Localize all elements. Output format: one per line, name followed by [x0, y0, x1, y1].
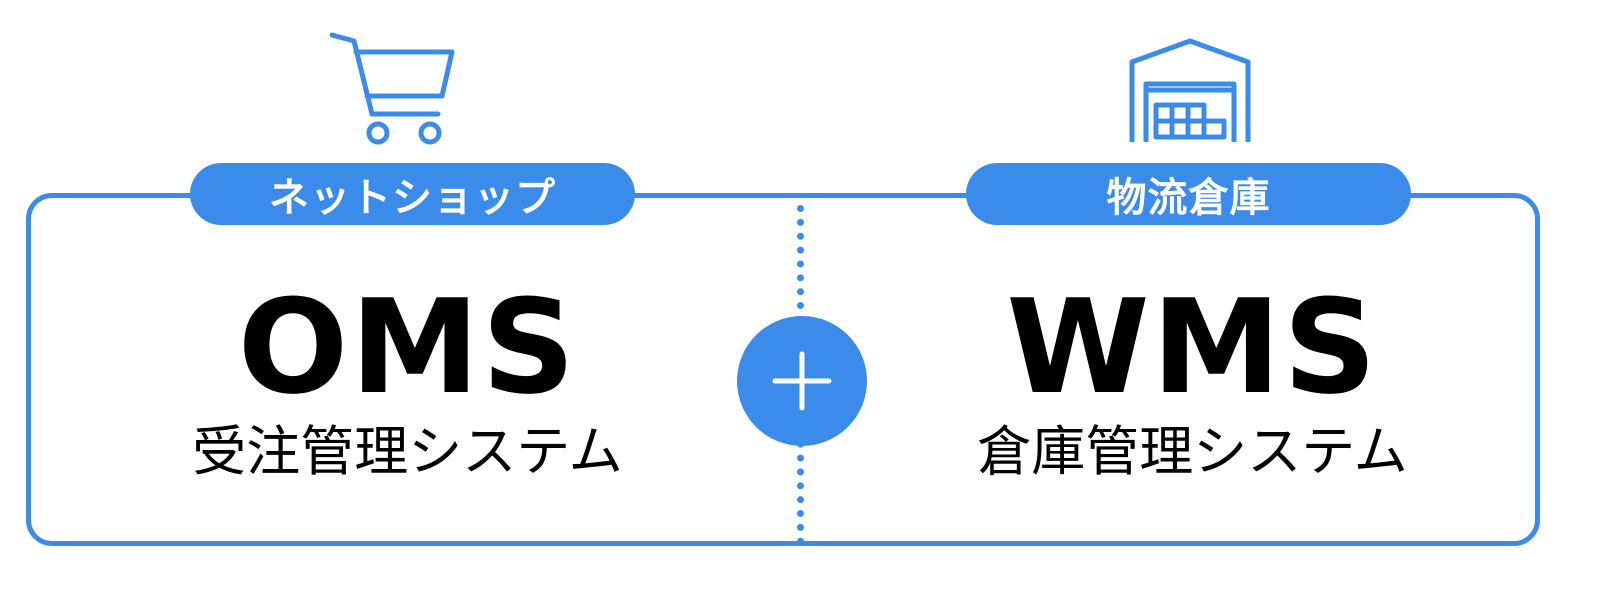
- oms-subtitle: 受注管理システム: [192, 420, 623, 483]
- badge-warehouse-label: 物流倉庫: [1106, 175, 1271, 221]
- wms-title: WMS: [1006, 271, 1379, 423]
- badge-warehouse: 物流倉庫: [966, 163, 1411, 225]
- warehouse-icon: [1128, 38, 1252, 148]
- wms-subtitle: 倉庫管理システム: [977, 420, 1408, 483]
- plus-connector: [737, 316, 867, 446]
- plus-icon: [772, 351, 832, 411]
- badge-net-shop-label: ネットショップ: [269, 175, 556, 221]
- oms-title: OMS: [237, 271, 578, 423]
- shopping-cart-icon: [329, 30, 462, 150]
- badge-net-shop: ネットショップ: [190, 163, 635, 225]
- diagram-frame: [26, 193, 1540, 546]
